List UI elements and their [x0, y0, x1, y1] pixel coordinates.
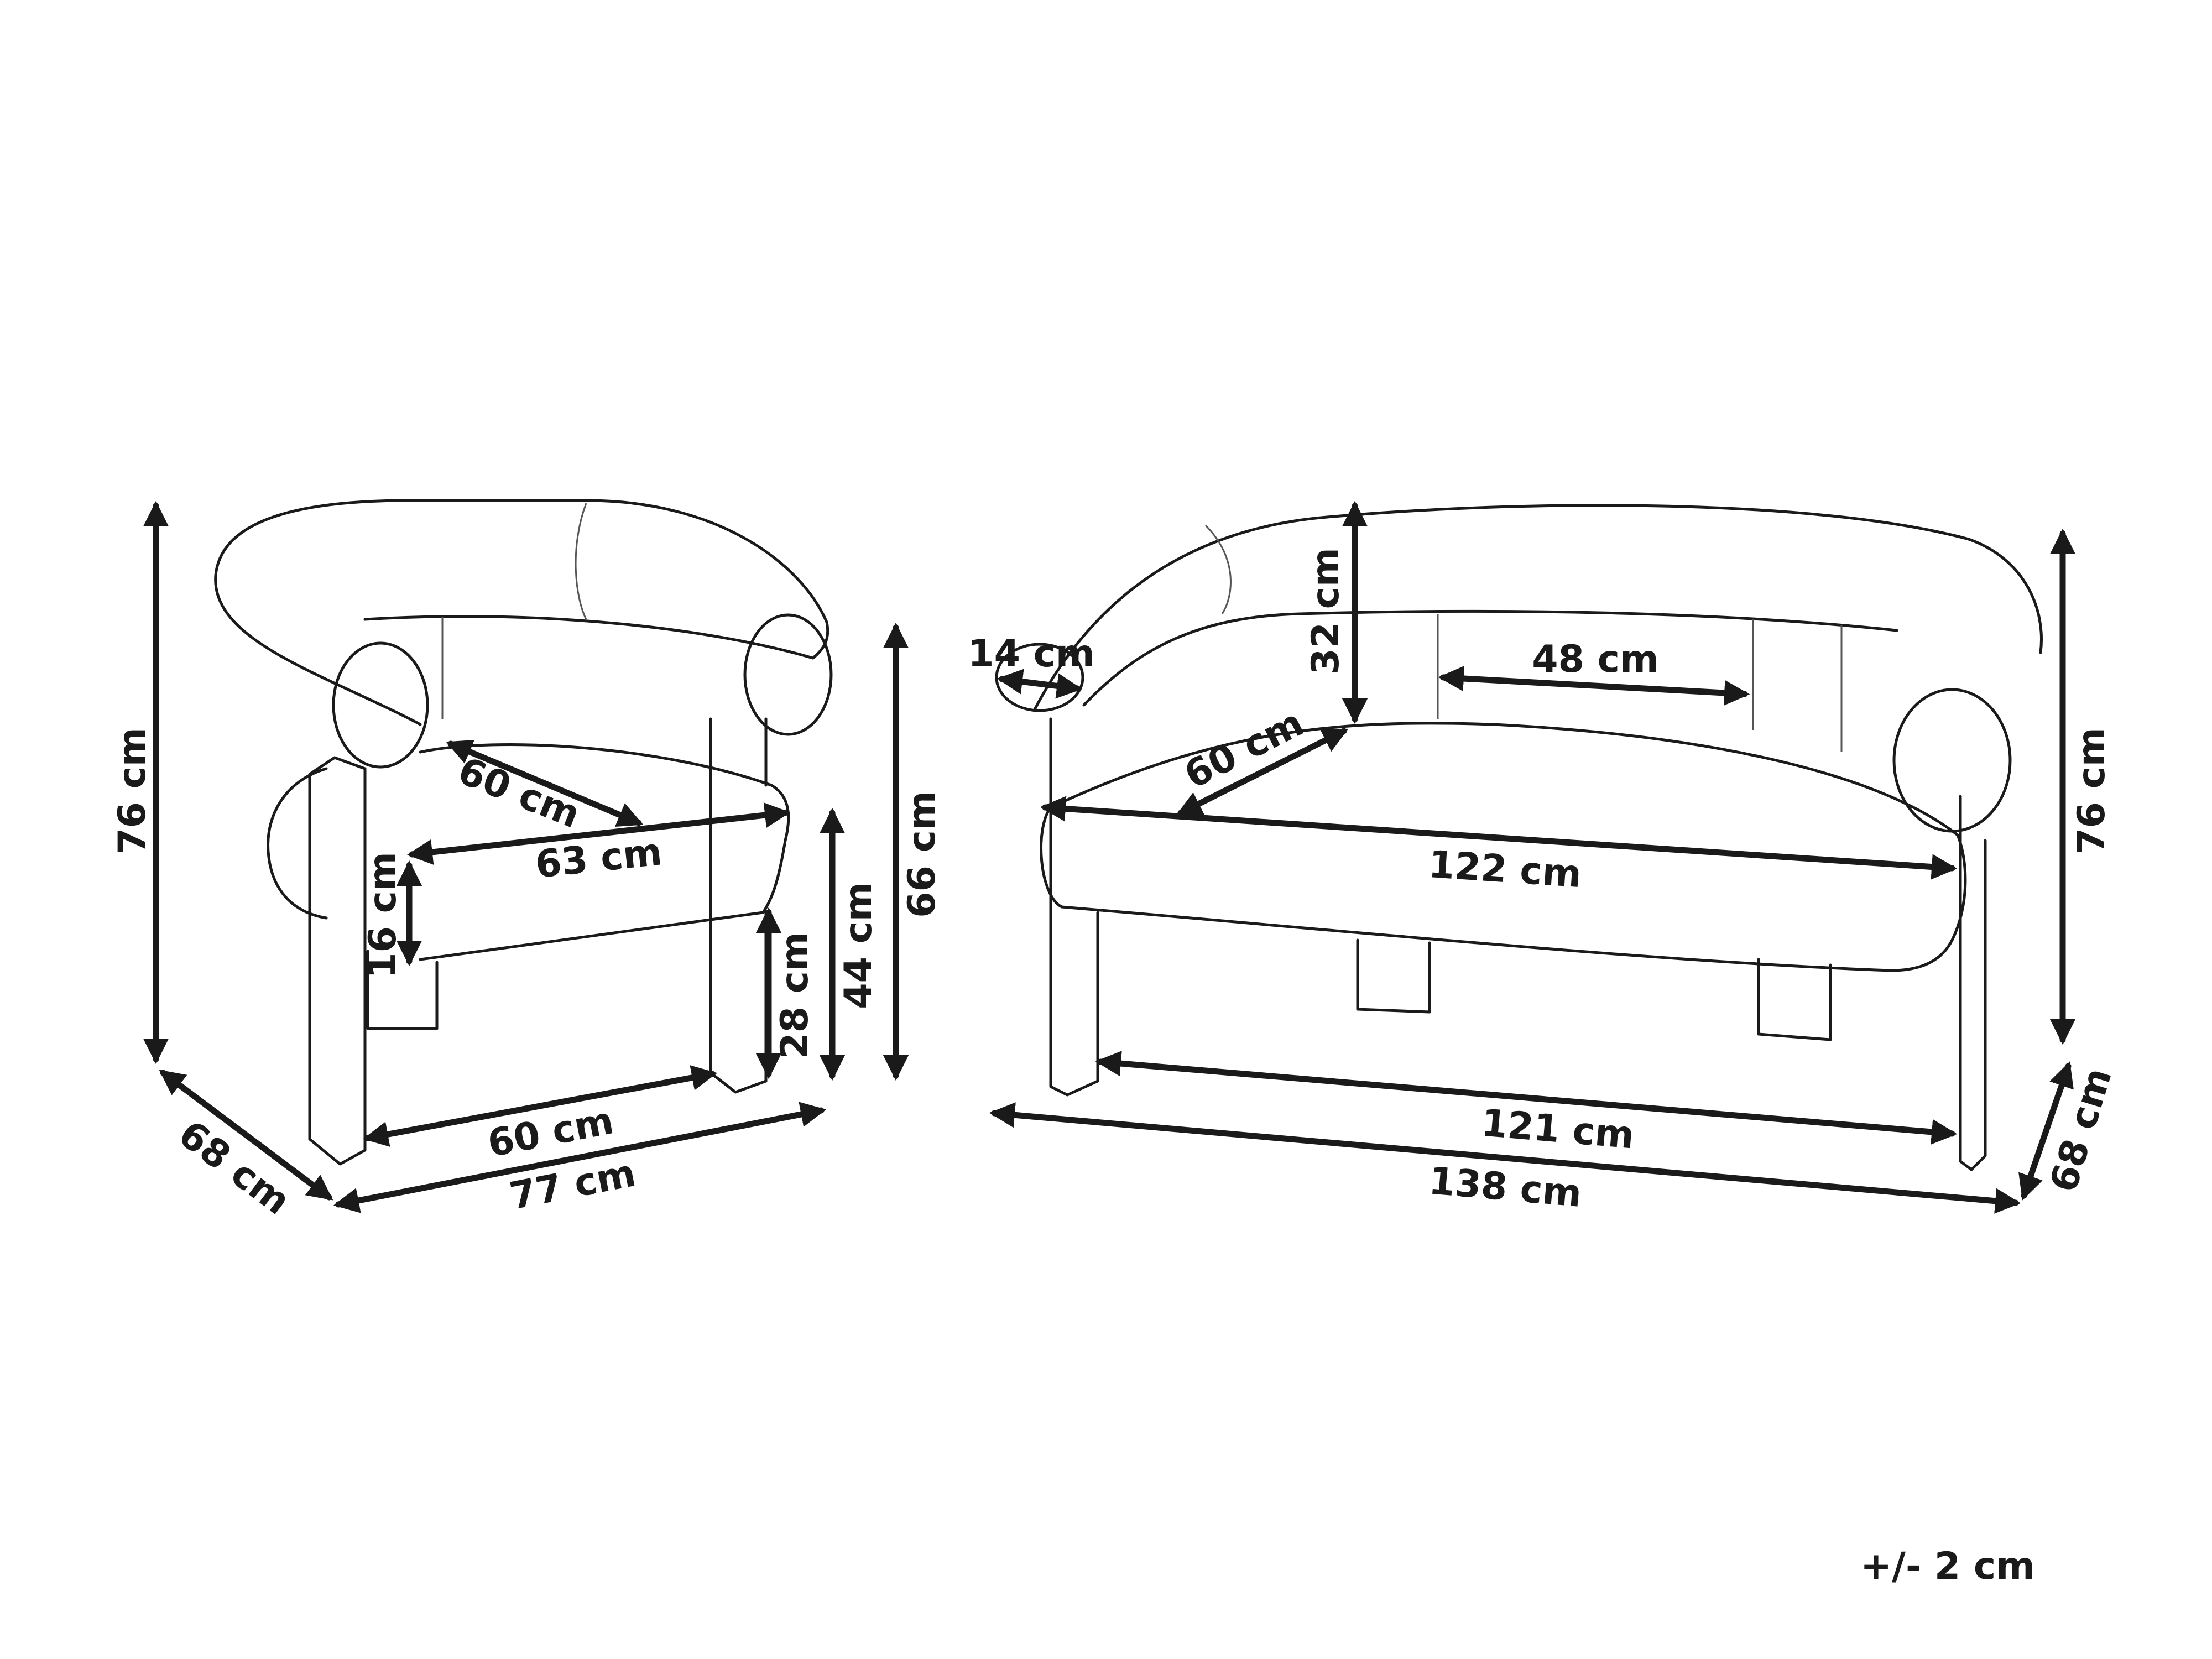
armchair-seat-width-arrow: [406, 802, 791, 865]
armchair-back-seam: [575, 503, 587, 620]
armchair-seat-depth-label: 60 cm: [452, 749, 586, 837]
armchair-arm-height-label: 66 cm: [900, 791, 944, 917]
armchair-outline: [214, 499, 833, 1166]
sofa-rear-leg-right: [1757, 958, 1832, 1041]
armchair-back-roll: [214, 499, 830, 726]
armchair-left-arm-end: [332, 641, 429, 769]
tolerance-note: +/- 2 cm: [1860, 1545, 2035, 1588]
sofa-back-seam-left: [1204, 524, 1232, 614]
sofa-rear-leg-left: [1356, 938, 1431, 1014]
sofa-back-height-label: 32 cm: [1304, 547, 1348, 674]
sofa-seat-width-label: 122 cm: [1427, 843, 1583, 896]
armchair-left-side: [267, 767, 328, 920]
armchair-cushion-label: 16 cm: [361, 852, 405, 978]
armchair-rear-leg: [366, 950, 439, 1030]
sofa-backrest-width-label: 48 cm: [1532, 638, 1658, 681]
sofa-roll-label: 14 cm: [968, 632, 1094, 676]
sofa-back-panel-seams: [1437, 614, 1843, 752]
sofa-backrest-width-arrow: [1438, 665, 1750, 706]
armchair-depth-arrow: [159, 1070, 333, 1201]
sofa-outline: [995, 504, 2043, 1171]
sofa-width-arrow: [989, 1102, 2021, 1214]
armchair-seat-height-label: 44 cm: [837, 882, 880, 1009]
sofa-seat-width-arrow: [1040, 796, 1958, 880]
armchair-width-arrow: [333, 1102, 827, 1213]
armchair-base-width-arrow: [362, 1065, 718, 1147]
sofa-right-arm-end: [1892, 688, 2012, 833]
armchair-left-front-leg: [308, 756, 367, 1166]
sofa-base-width-label: 121 cm: [1480, 1102, 1636, 1158]
armchair-leg-height-label: 28 cm: [773, 932, 817, 1058]
armchair-height-label: 76 cm: [111, 727, 154, 854]
sofa-height-label: 76 cm: [2070, 727, 2114, 854]
sofa-back-roll-top: [1032, 504, 2043, 712]
sofa-back-roll-bottom: [1082, 609, 1898, 707]
armchair-dimensions: 76 cm 68 cm 77 cm 60 cm 60 cm 63 cm 16 c…: [111, 500, 944, 1224]
sofa-depth-label: 68 cm: [2042, 1063, 2121, 1197]
sofa-depth-arrow: [2018, 1061, 2074, 1201]
sofa-left-arm-end: [995, 643, 1084, 712]
sofa-width-label: 138 cm: [1427, 1159, 1584, 1216]
armchair-right-arm-end: [743, 613, 833, 736]
sofa-roll-arrow: [997, 669, 1083, 699]
sofa-left-leg: [1049, 717, 1099, 1097]
